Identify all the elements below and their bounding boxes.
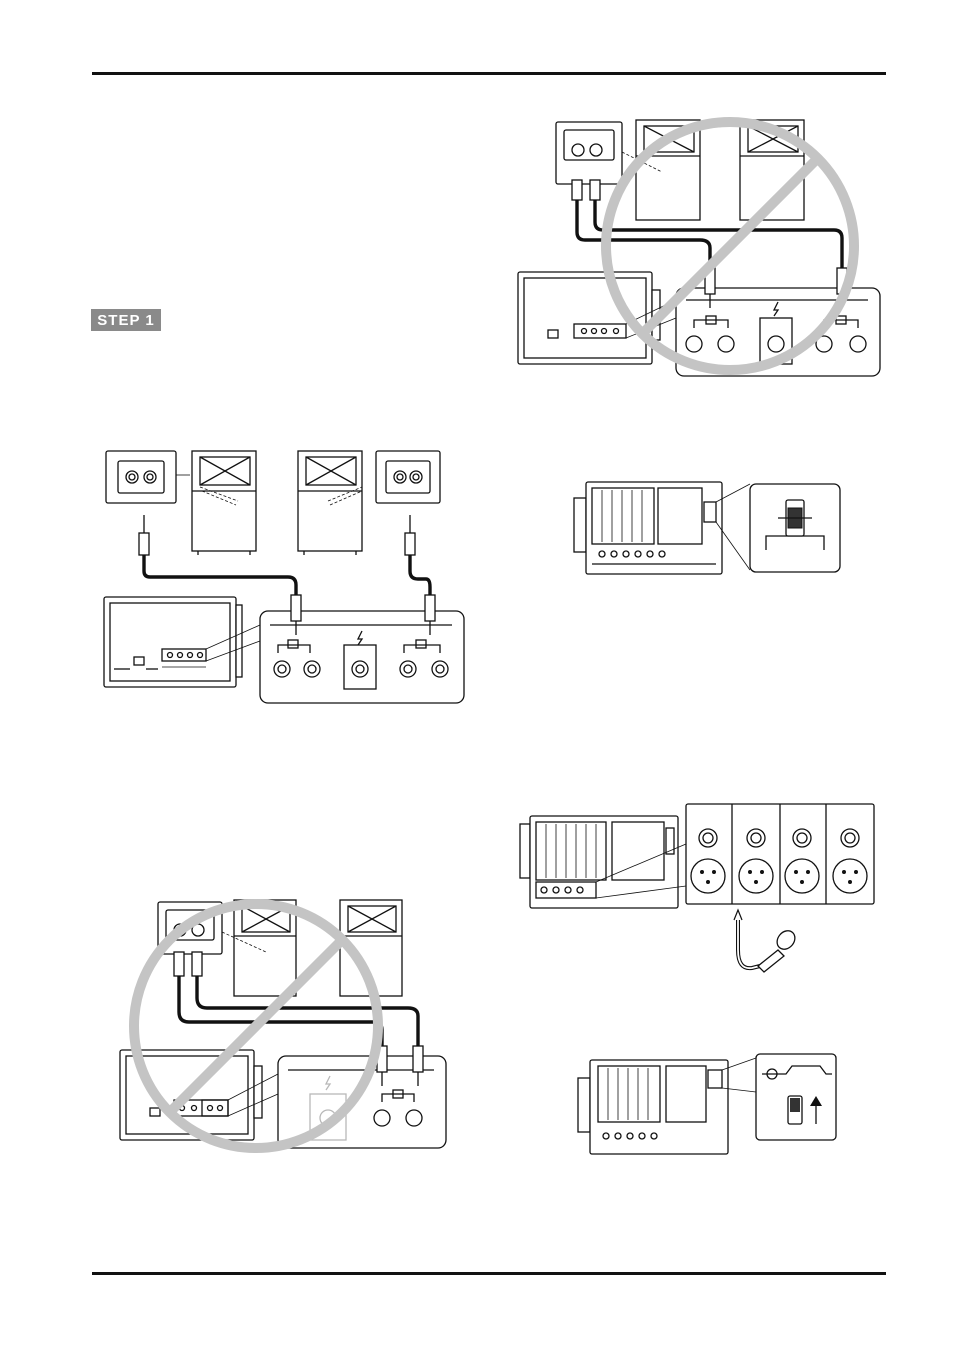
speaker-cabinet-left xyxy=(192,451,256,555)
fig-incorrect-connection-1 xyxy=(512,112,886,382)
mixer-unit xyxy=(578,1058,756,1154)
mic-input-panel xyxy=(686,804,874,904)
fig-switch-detail xyxy=(574,478,844,578)
power-amplifier xyxy=(104,597,260,687)
plug-right-top xyxy=(405,533,415,555)
fig-power-switch xyxy=(578,1052,842,1156)
speaker-jack-panel-left xyxy=(106,451,176,503)
fig-correct-connection xyxy=(100,445,470,707)
step-label: STEP 1 xyxy=(91,309,161,331)
mixer-unit xyxy=(574,482,750,574)
speaker-cabinet-left xyxy=(222,900,296,996)
speaker-cabinet-right xyxy=(298,451,362,555)
power-switch-zoom xyxy=(756,1054,836,1140)
plug-left-top xyxy=(139,533,149,555)
speaker-jack-panel xyxy=(556,122,622,184)
cable-left xyxy=(144,555,296,597)
fig-mic-input xyxy=(520,800,880,980)
mixer-unit xyxy=(520,816,686,908)
switch-zoom xyxy=(750,484,840,572)
microphone-icon xyxy=(734,910,799,972)
amp-output-panel xyxy=(278,1046,446,1148)
fig-incorrect-connection-2 xyxy=(118,888,452,1150)
amp-output-panel xyxy=(260,595,464,703)
footer-rule xyxy=(92,1272,886,1275)
header-rule xyxy=(92,72,886,75)
step-label-text: STEP 1 xyxy=(97,312,154,329)
cable-right xyxy=(410,555,430,597)
